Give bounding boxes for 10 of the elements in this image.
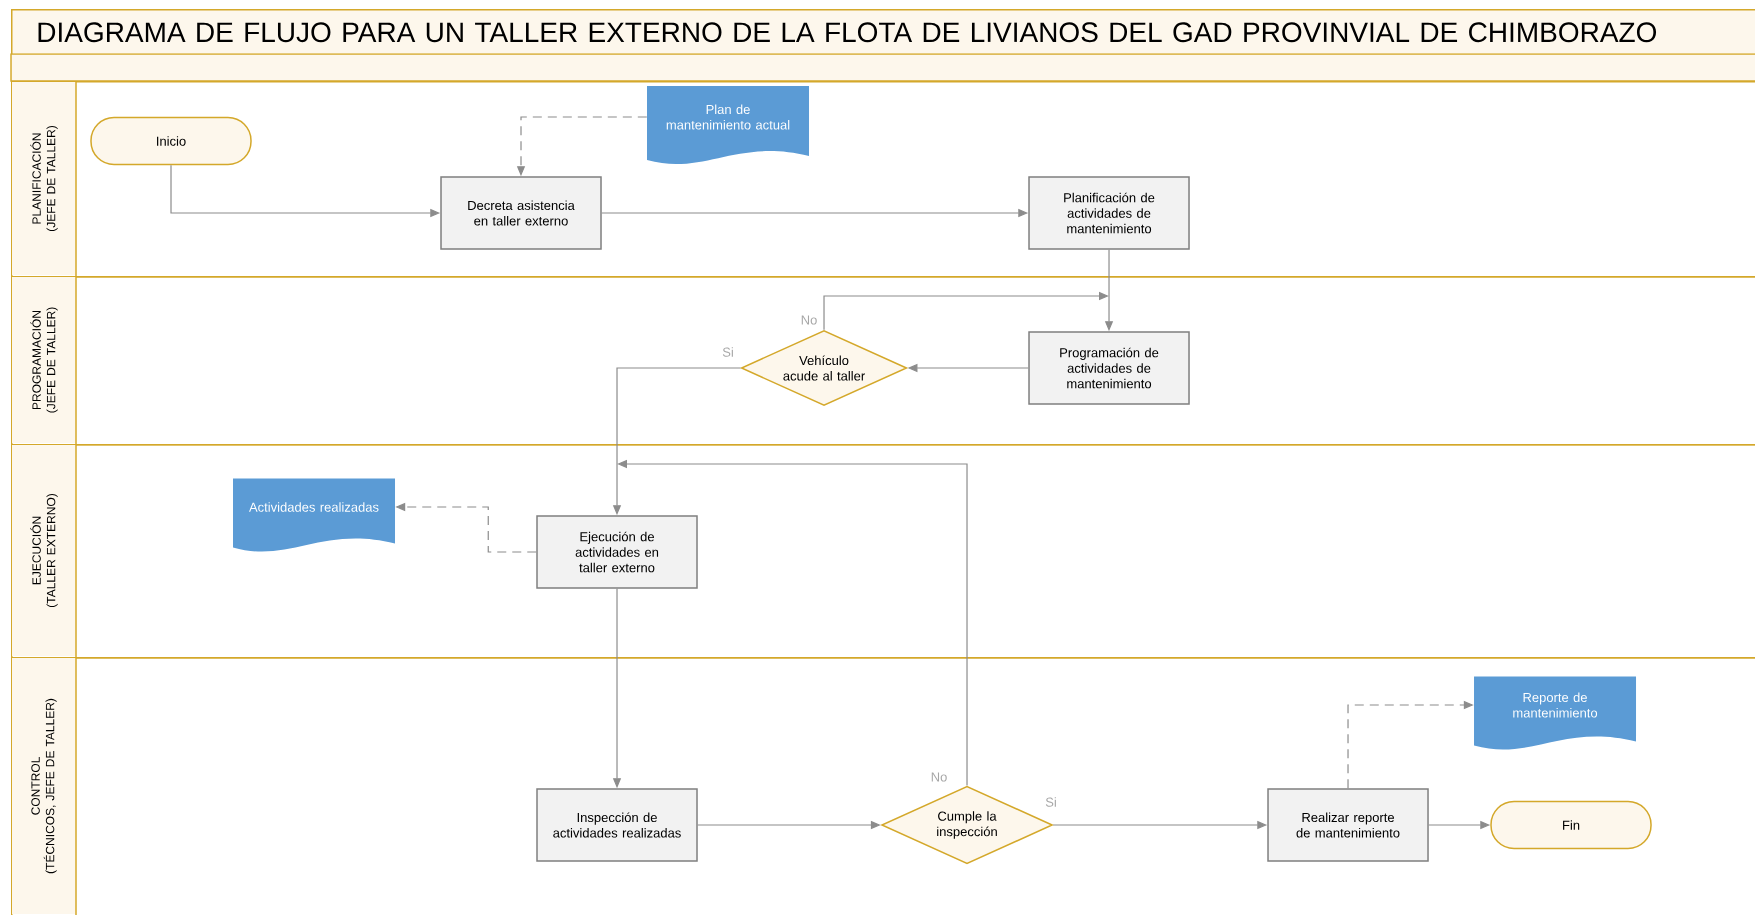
process-box: Programación de actividades de mantenimiento xyxy=(1028,331,1190,405)
edge-label: No xyxy=(799,314,819,326)
process-box: Realizar reporte de mantenimiento xyxy=(1267,788,1429,862)
process-box: Ejecución de actividades en taller externo xyxy=(536,515,698,589)
process-box: Inspección de actividades realizadas xyxy=(536,788,698,862)
process-box: Planificación de actividades de mantenimiento xyxy=(1028,176,1190,250)
process-box: Decreta asistencia en taller externo xyxy=(440,176,602,250)
edge-label: No xyxy=(929,771,949,783)
edge-label: Si xyxy=(721,346,735,358)
title-bar: DIAGRAMA DE FLUJO PARA UN TALLER EXTERNO DE LA FLOTA DE LIVIANOS DEL GAD PROVINVIAL DE CHIMBORAZO xyxy=(11,9,1755,56)
